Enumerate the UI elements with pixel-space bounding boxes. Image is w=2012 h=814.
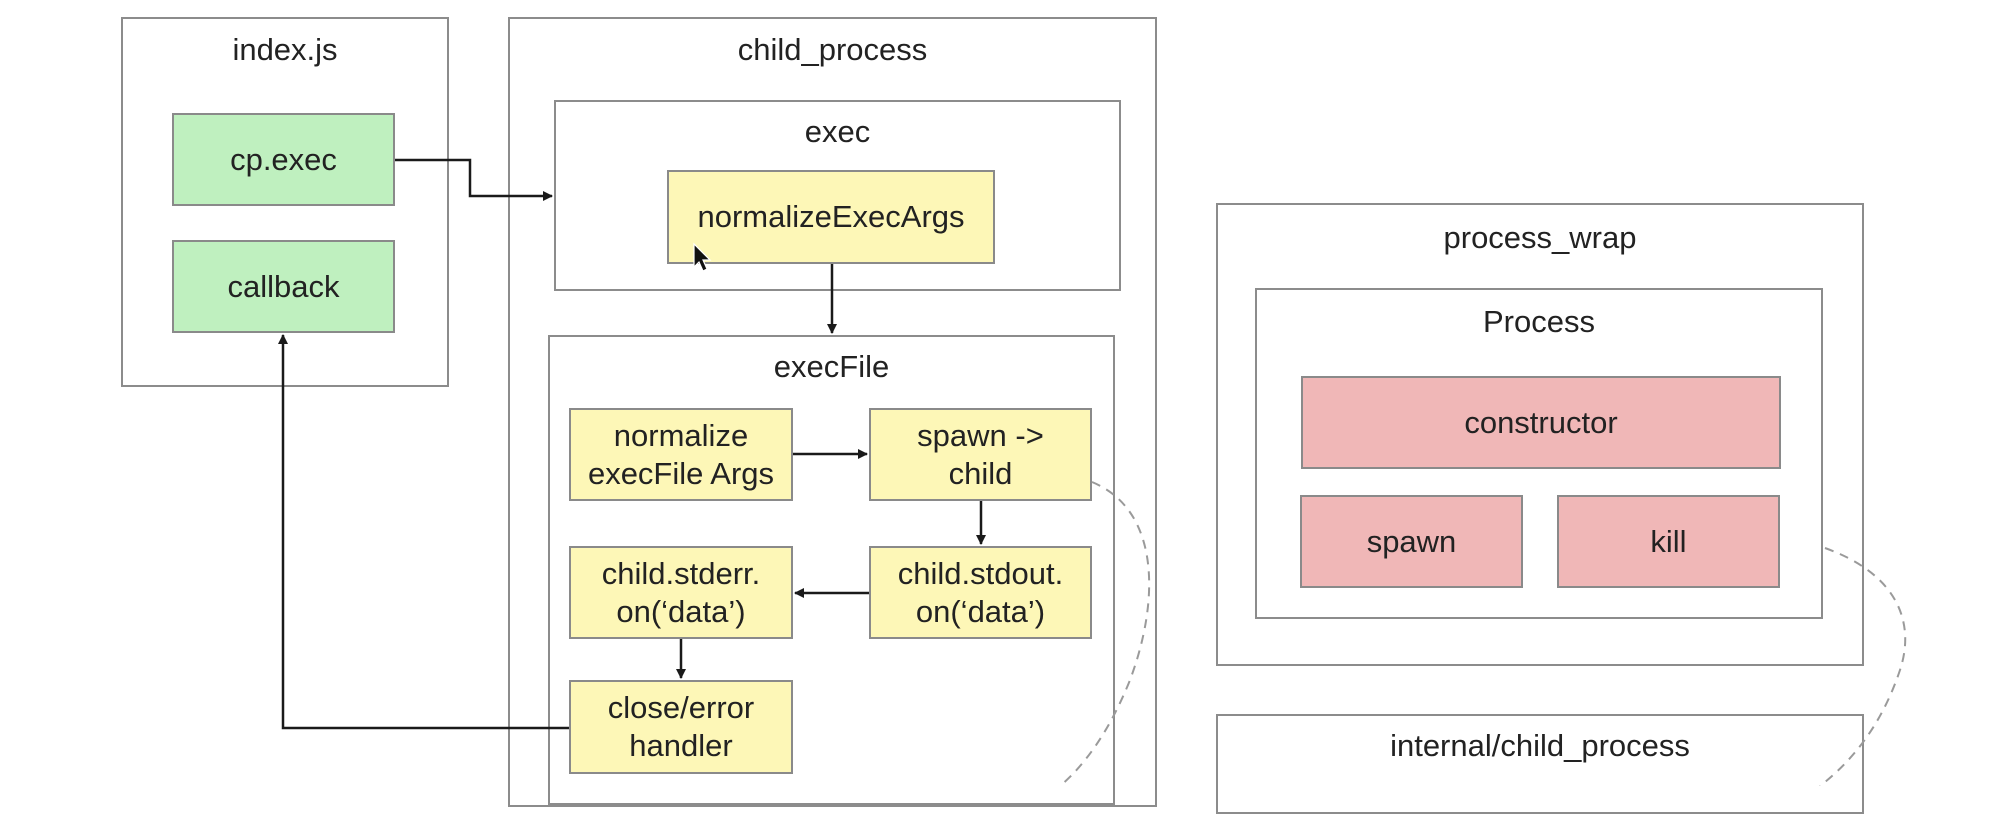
panel-title-process-wrap: process_wrap: [1443, 220, 1637, 255]
panel-internal-child-process: internal/child_process: [1216, 714, 1864, 814]
panel-title-exec: exec: [804, 114, 871, 149]
node-normalize-execfile-args: normalize execFile Args: [569, 408, 793, 501]
node-child-stdout-on-data: child.stdout. on(‘data’): [869, 546, 1092, 639]
panel-title-internal-child-process: internal/child_process: [1390, 728, 1690, 763]
node-kill: kill: [1557, 495, 1780, 588]
node-child-stderr-on-data: child.stderr. on(‘data’): [569, 546, 793, 639]
node-spawn-child: spawn -> child: [869, 408, 1092, 501]
node-callback: callback: [172, 240, 395, 333]
node-cp-exec: cp.exec: [172, 113, 395, 206]
panel-title-execfile: execFile: [773, 349, 890, 384]
node-normalize-exec-args: normalizeExecArgs: [667, 170, 995, 264]
node-spawn: spawn: [1300, 495, 1523, 588]
node-constructor: constructor: [1301, 376, 1781, 469]
panel-title-process: Process: [1483, 304, 1595, 339]
panel-title-child-process: child_process: [737, 32, 928, 67]
node-close-error-handler: close/error handler: [569, 680, 793, 774]
panel-title-index-js: index.js: [232, 32, 338, 67]
